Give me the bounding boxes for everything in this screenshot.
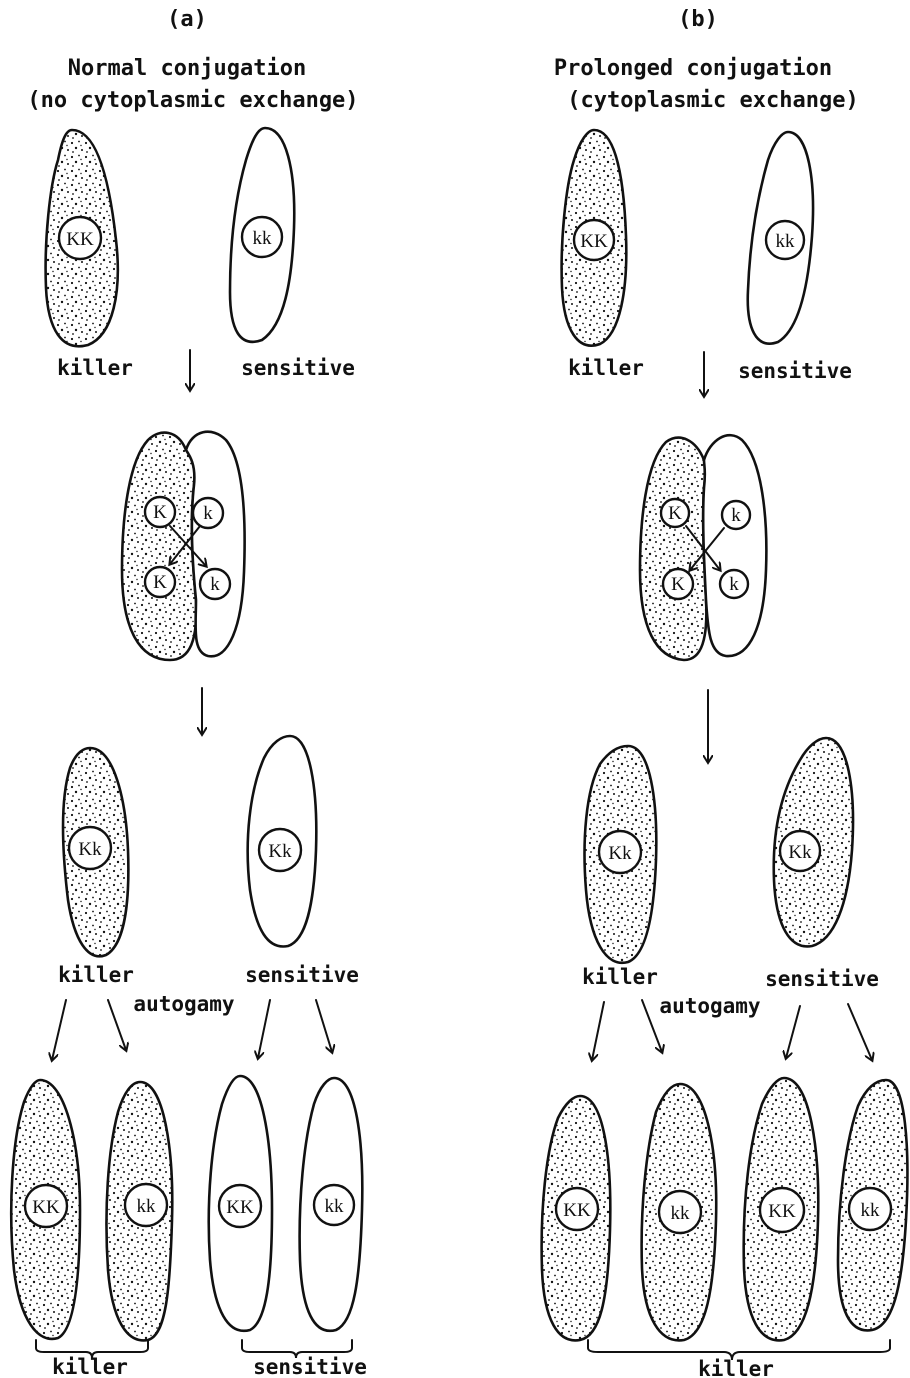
micronucleus-genotype: K <box>153 572 167 593</box>
progeny-group-label: killer <box>698 1357 774 1378</box>
progeny-genotype: KK <box>768 1201 796 1222</box>
sensitive-conjugant <box>186 432 245 657</box>
autogamy-label: autogamy <box>133 992 235 1016</box>
sensitive-conjugant <box>703 435 766 656</box>
nucleus-genotype: kk <box>253 228 273 249</box>
progeny-genotype: KK <box>563 1200 591 1221</box>
nucleus-genotype: Kk <box>268 841 292 862</box>
panel-b: (b) Prolonged conjugation (cytoplasmic e… <box>542 7 908 1378</box>
nucleus-genotype: Kk <box>608 843 632 864</box>
progeny-genotype: KK <box>226 1197 254 1218</box>
panel-a-title: Normal conjugation <box>68 56 306 81</box>
parent-left-label: killer <box>57 356 133 380</box>
arrow <box>258 1000 270 1058</box>
panel-b-subtitle: (cytoplasmic exchange) <box>567 88 858 113</box>
autogamy-label: autogamy <box>659 994 761 1018</box>
nucleus-genotype: Kk <box>788 842 812 863</box>
exconjugant-left-label: killer <box>58 963 134 987</box>
panel-b-title: Prolonged conjugation <box>554 56 832 81</box>
exconjugant-left-label: killer <box>582 965 658 989</box>
panel-a: (a) Normal conjugation (no cytoplasmic e… <box>11 7 367 1378</box>
progeny-right-group-label: sensitive <box>253 1355 367 1378</box>
nucleus-genotype: KK <box>66 229 94 250</box>
micronucleus-genotype: k <box>731 505 741 526</box>
progeny-genotype: KK <box>32 1197 60 1218</box>
progeny-left-group-label: killer <box>52 1355 128 1378</box>
micronucleus-genotype: K <box>671 574 685 595</box>
micronucleus-genotype: k <box>210 574 220 595</box>
arrow <box>848 1004 872 1060</box>
arrow <box>592 1002 604 1060</box>
panel-a-subtitle: (no cytoplasmic exchange) <box>27 88 358 113</box>
exconjugant-right-label: sensitive <box>245 963 359 987</box>
progeny-genotype: kk <box>137 1196 157 1217</box>
arrow <box>52 1000 66 1060</box>
arrow <box>786 1006 800 1058</box>
arrow <box>316 1000 332 1052</box>
parent-left-label: killer <box>568 356 644 380</box>
panel-b-letter: (b) <box>678 7 718 32</box>
exconjugant-right-label: sensitive <box>765 967 879 991</box>
micronucleus-genotype: k <box>729 574 739 595</box>
nucleus-genotype: KK <box>580 231 608 252</box>
progeny-genotype: kk <box>861 1200 881 1221</box>
arrow <box>108 1000 126 1050</box>
progeny-genotype: kk <box>325 1196 345 1217</box>
micronucleus-genotype: K <box>153 502 167 523</box>
parent-right-label: sensitive <box>738 359 852 383</box>
micronucleus-genotype: k <box>203 503 213 524</box>
killer-conjugant <box>640 438 706 660</box>
nucleus-genotype: kk <box>776 231 796 252</box>
panel-a-letter: (a) <box>167 7 207 32</box>
micronucleus-genotype: K <box>668 503 682 524</box>
nucleus-genotype: Kk <box>78 839 102 860</box>
progeny-genotype: kk <box>671 1203 691 1224</box>
parent-right-label: sensitive <box>241 356 355 380</box>
